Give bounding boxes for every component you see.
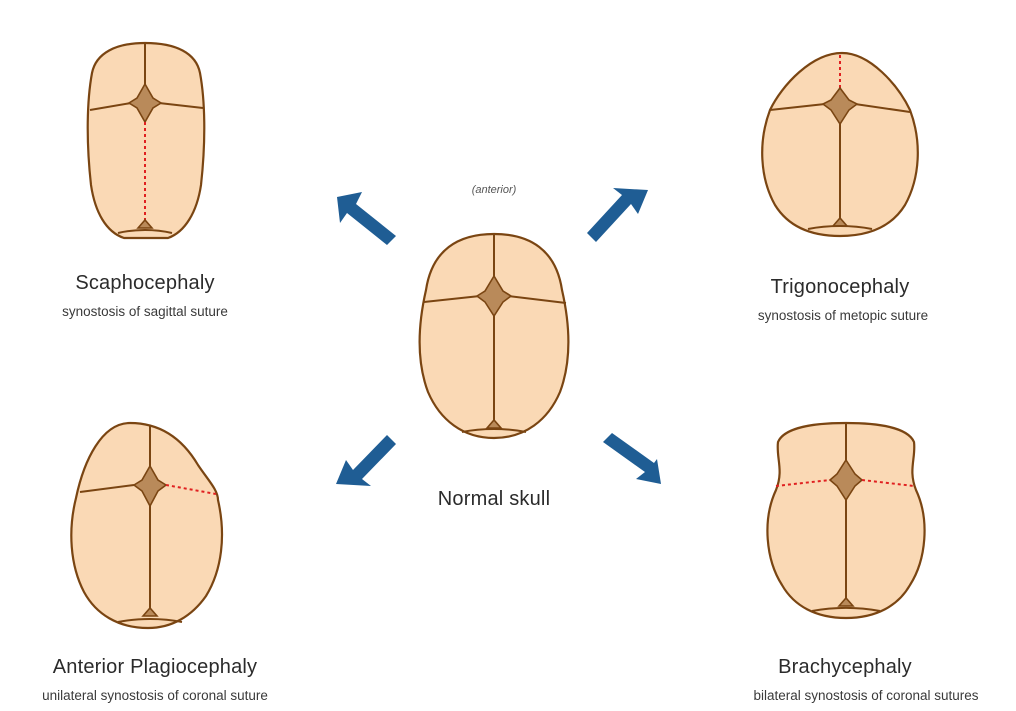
- trigonocephaly-title: Trigonocephaly: [771, 276, 910, 299]
- arrow-to-scaphocephaly: [337, 192, 396, 245]
- arrow-to-trigonocephaly: [587, 188, 648, 242]
- anterior-plagiocephaly-title: Anterior Plagiocephaly: [53, 656, 258, 679]
- anterior-plagiocephaly-skull: [71, 423, 222, 628]
- scaphocephaly-caption: synostosis of sagittal suture: [62, 304, 228, 319]
- trigonocephaly-skull: [762, 53, 918, 236]
- brachycephaly-title: Brachycephaly: [778, 656, 912, 679]
- normal-skull-title: Normal skull: [438, 488, 550, 511]
- brachycephaly-caption: bilateral synostosis of coronal sutures: [753, 688, 978, 703]
- anterior-plagiocephaly-skull-outline: [71, 423, 222, 628]
- trigonocephaly-caption: synostosis of metopic suture: [758, 308, 928, 323]
- arrow-to-brachycephaly: [603, 433, 661, 484]
- arrow-to-anterior-plagiocephaly: [336, 435, 396, 486]
- anterior-label: (anterior): [472, 184, 517, 196]
- scaphocephaly-title: Scaphocephaly: [75, 272, 214, 295]
- brachycephaly-skull: [767, 423, 924, 618]
- normal-skull: [420, 234, 569, 438]
- scaphocephaly-skull: [88, 43, 205, 238]
- anterior-plagiocephaly-caption: unilateral synostosis of coronal suture: [42, 688, 268, 703]
